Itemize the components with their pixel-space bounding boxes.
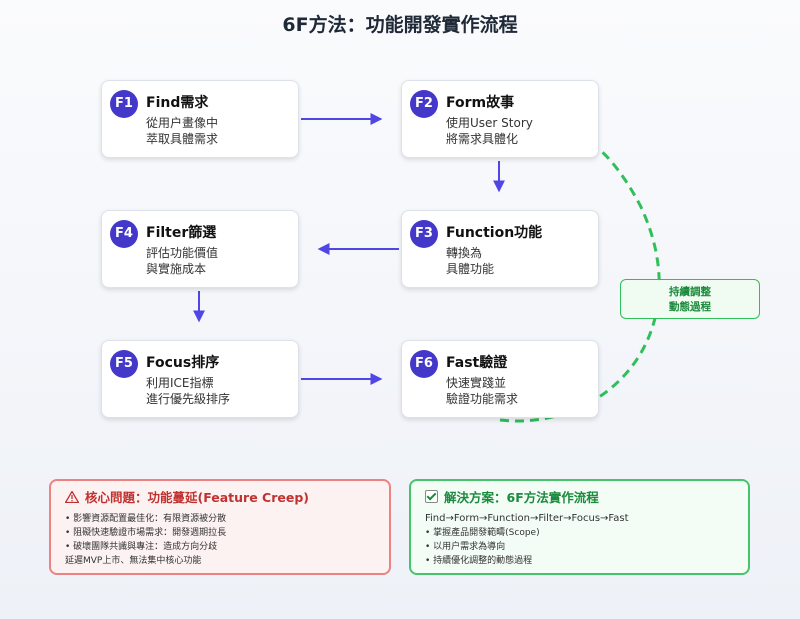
problem-item: • 影響資源配置最佳化：有限資源被分散 [65, 514, 227, 524]
solution-flow: Find→Form→Function→Filter→Focus→Fast [425, 513, 629, 524]
step-desc-line: 從用户畫像中 [146, 116, 219, 130]
loop-label-line: 持續調整 [669, 286, 711, 298]
loop-label-line: 動態過程 [669, 301, 711, 313]
problem-footer: 延遲MVP上市、無法集中核心功能 [65, 556, 202, 566]
step-card-f6: F6 Fast驗證 快速實踐並 驗證功能需求 [401, 340, 599, 418]
step-card-f5: F5 Focus排序 利用ICE指標 進行優先級排序 [101, 340, 299, 418]
step-card-f1: F1 Find需求 從用户畫像中 萃取具體需求 [101, 80, 299, 158]
step-title: Fast驗證 [446, 355, 508, 371]
step-title: Filter篩選 [146, 225, 217, 241]
step-desc-line: 將需求具體化 [446, 132, 519, 146]
solution-heading-row: 解決方案：6F方法實作流程 [425, 489, 734, 507]
step-title: Find需求 [146, 95, 209, 111]
step-desc-line: 利用ICE指標 [146, 376, 214, 390]
step-desc-line: 快速實踐並 [446, 376, 507, 390]
step-desc-line: 驗證功能需求 [446, 392, 519, 406]
step-card-f3: F3 Function功能 轉換為 具體功能 [401, 210, 599, 288]
problem-item: • 阻礙快速驗證市場需求：開發週期拉長 [65, 528, 227, 538]
solution-item: • 掌握產品開發範疇(Scope) [425, 528, 540, 538]
step-desc-line: 具體功能 [446, 262, 495, 276]
warning-icon [64, 489, 80, 507]
step-badge: F5 [110, 350, 138, 378]
step-desc-line: 評估功能價值 [146, 246, 219, 260]
step-description: 利用ICE指標 進行優先級排序 [146, 375, 230, 407]
solution-list: Find→Form→Function→Filter→Focus→Fast • 掌… [425, 512, 734, 568]
step-badge: F1 [110, 90, 138, 118]
problem-heading: 核心問題：功能蔓延(Feature Creep) [85, 490, 309, 505]
step-card-f2: F2 Form故事 使用User Story 將需求具體化 [401, 80, 599, 158]
step-desc-line: 使用User Story [446, 116, 533, 130]
problem-heading-row: 核心問題：功能蔓延(Feature Creep) [64, 489, 375, 507]
solution-heading: 解決方案：6F方法實作流程 [444, 490, 599, 505]
step-title: Function功能 [446, 225, 543, 241]
core-problem-panel: 核心問題：功能蔓延(Feature Creep) • 影響資源配置最佳化：有限資… [49, 479, 391, 575]
problem-list: • 影響資源配置最佳化：有限資源被分散 • 阻礙快速驗證市場需求：開發週期拉長 … [65, 512, 375, 568]
solution-item: • 持續優化調整的動態過程 [425, 556, 533, 566]
step-card-f4: F4 Filter篩選 評估功能價值 與實施成本 [101, 210, 299, 288]
page-title: 6F方法：功能開發實作流程 [282, 14, 518, 36]
solution-panel: 解決方案：6F方法實作流程 Find→Form→Function→Filter→… [409, 479, 750, 575]
checkbox-icon [425, 490, 438, 503]
step-badge: F6 [410, 350, 438, 378]
step-badge: F3 [410, 220, 438, 248]
solution-item: • 以用户需求為導向 [425, 542, 506, 552]
step-description: 從用户畫像中 萃取具體需求 [146, 115, 218, 147]
step-description: 評估功能價值 與實施成本 [146, 245, 218, 277]
step-description: 轉換為 具體功能 [446, 245, 494, 277]
step-badge: F2 [410, 90, 438, 118]
step-description: 快速實踐並 驗證功能需求 [446, 375, 518, 407]
step-desc-line: 與實施成本 [146, 262, 207, 276]
step-desc-line: 轉換為 [446, 246, 483, 260]
feedback-loop-label: 持續調整 動態過程 [620, 279, 760, 319]
step-title: Form故事 [446, 95, 515, 111]
step-title: Focus排序 [146, 355, 220, 371]
problem-item: • 破壞團隊共識與專注：造成方向分歧 [65, 542, 218, 552]
step-desc-line: 進行優先級排序 [146, 392, 231, 406]
step-badge: F4 [110, 220, 138, 248]
step-description: 使用User Story 將需求具體化 [446, 115, 533, 147]
step-desc-line: 萃取具體需求 [146, 132, 219, 146]
